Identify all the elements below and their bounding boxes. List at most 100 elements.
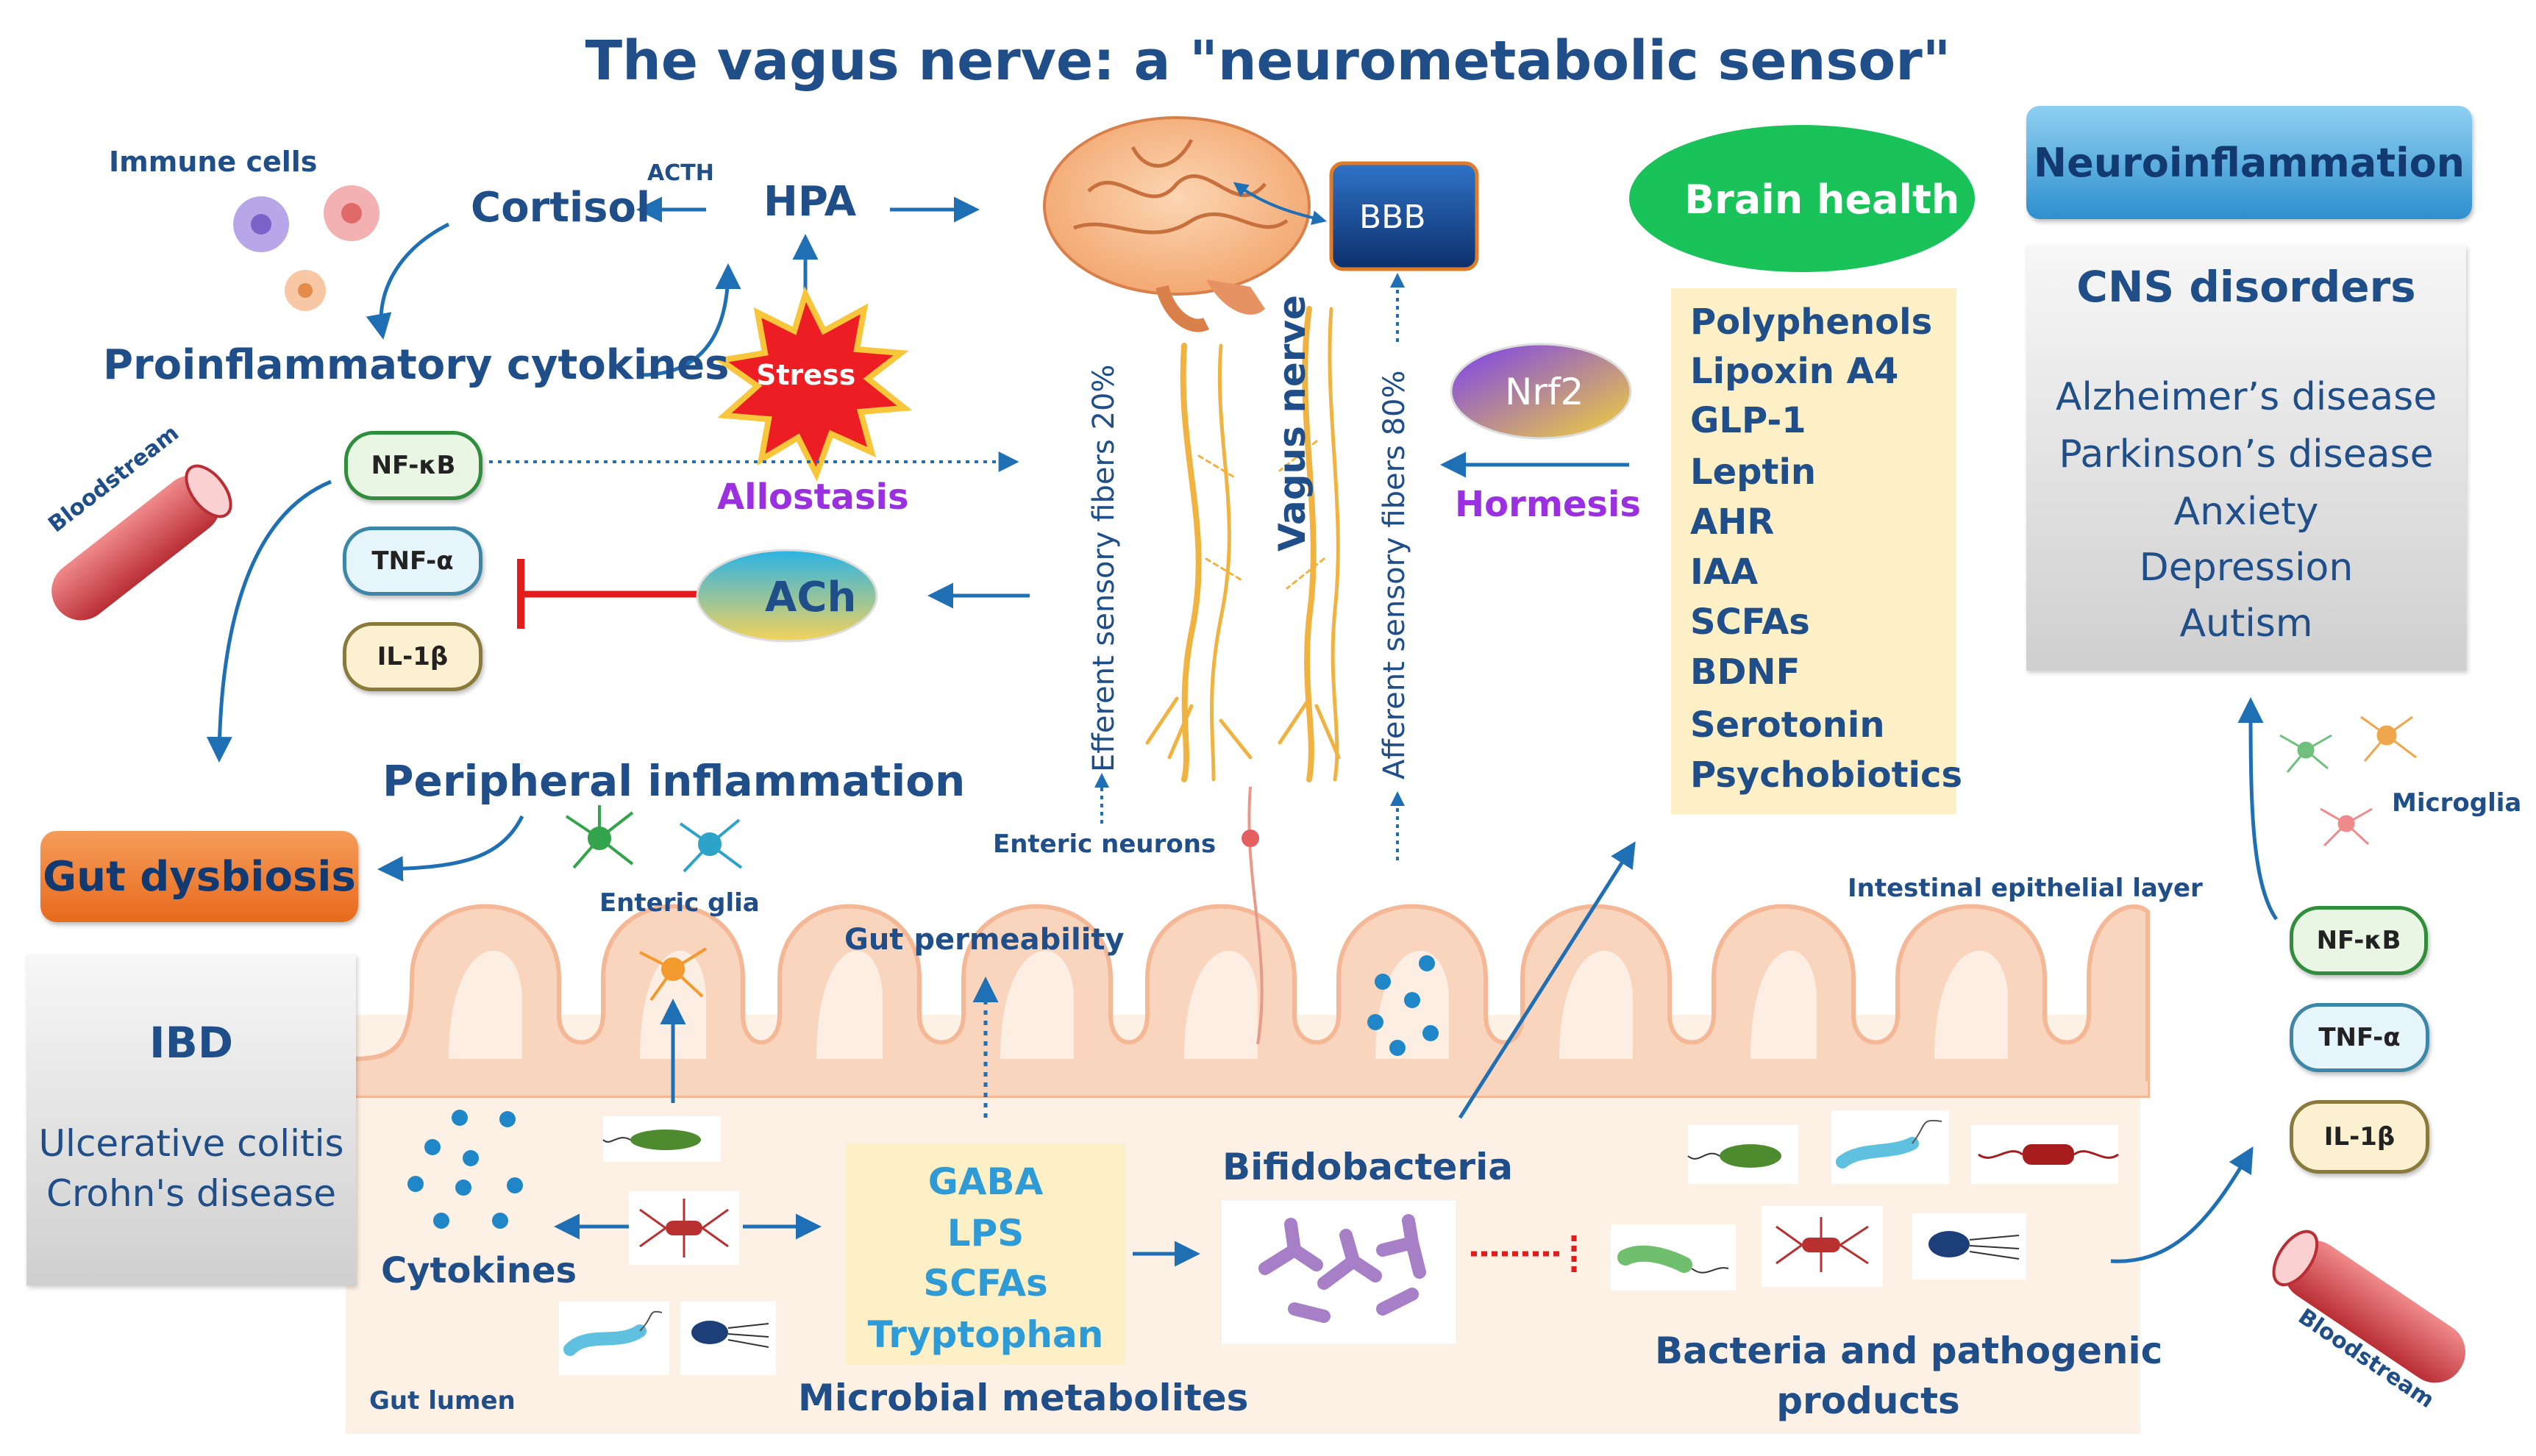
bacteria-products-label-line2: products: [1776, 1380, 1960, 1422]
ach-ellipse: [696, 549, 878, 643]
enteric-neurons-label: Enteric neurons: [993, 829, 1217, 859]
brain-health-item: GLP-1: [1690, 400, 1806, 441]
gut-dots: [1367, 955, 1439, 1056]
brain-health-item: SCFAs: [1690, 602, 1810, 643]
bacteria-icon-navy: [680, 1302, 776, 1375]
ibd-title: IBD: [149, 1018, 233, 1068]
marker-il1b-right: IL-1β: [2290, 1100, 2429, 1174]
cytokines-label: Cytokines: [381, 1250, 577, 1291]
cns-item: Parkinson’s disease: [2059, 432, 2434, 477]
nrf2-ellipse: [1450, 343, 1632, 440]
pathogen-icon-green-curved: [1611, 1224, 1736, 1291]
microglia-arrow: [2237, 697, 2279, 921]
bloodstream-arrow-left: [206, 479, 332, 763]
cns-item: Autism: [2179, 602, 2313, 646]
pathogen-icon-red-large: [1971, 1125, 2119, 1184]
immune-cells-label: Immune cells: [109, 146, 318, 178]
acth-label: ACTH: [647, 160, 714, 186]
bifido-to-brain-health-arrow: [1458, 841, 1636, 1119]
bifidobacteria-icon: [1258, 1214, 1426, 1323]
brain-bbb-arrow: [1233, 182, 1327, 225]
stress-label: Stress: [756, 359, 856, 391]
brain-health-ellipse: [1629, 125, 1975, 272]
vagus-nerve-fibers: [1145, 306, 1341, 782]
brain-health-item: Serotonin: [1690, 704, 1885, 746]
brain-health-box: [1671, 288, 1956, 814]
pathogen-icon-cyan: [1831, 1110, 1949, 1184]
nrf2-label: Nrf2: [1505, 371, 1584, 413]
metabolite-item: GABA: [927, 1160, 1044, 1203]
marker-nfkb-right: NF-κB: [2290, 906, 2428, 975]
ibd-panel: IBD Ulcerative colitis Crohn's disease: [26, 954, 356, 1285]
gut-lumen-label: Gut lumen: [369, 1386, 516, 1416]
brain-health-label: Brain health: [1684, 176, 1960, 223]
afferent-fibers-label: Afferent sensory fibers 80%: [1378, 370, 1411, 779]
cns-item: Alzheimer’s disease: [2055, 375, 2437, 419]
hpa-label: HPA: [763, 178, 857, 226]
marker-il1b-left: IL-1β: [343, 622, 482, 691]
ibd-item: Crohn's disease: [46, 1172, 336, 1215]
brain-health-item: Lipoxin A4: [1690, 351, 1899, 392]
bbb-box: [1329, 161, 1479, 271]
metabolites-box: [846, 1143, 1125, 1364]
bloodstream-vessel-right: [2272, 1230, 2466, 1383]
marker-tnfa-left: TNF-α: [343, 527, 482, 596]
cns-item: Depression: [2139, 546, 2354, 590]
allostasis-label: Allostasis: [717, 477, 909, 518]
gut-permeability-label: Gut permeability: [844, 923, 1125, 957]
brain-icon: [1043, 116, 1311, 332]
brain-health-item: AHR: [1690, 502, 1775, 543]
neuroinflammation-box: Neuroinflammation: [2026, 106, 2472, 219]
enteric-glia-label: Enteric glia: [599, 888, 760, 918]
neuroinflammation-label: Neuroinflammation: [2033, 140, 2465, 186]
bacteria-icon-green: [602, 1116, 721, 1162]
microbial-metabolites-label: Microbial metabolites: [798, 1377, 1249, 1419]
pathogen-icon-navy: [1912, 1213, 2026, 1280]
bacteria-icon-blue-flagella: [559, 1302, 669, 1375]
cns-item: Anxiety: [2173, 490, 2319, 534]
cytokine-dots: [407, 1110, 523, 1229]
ibd-item: Ulcerative colitis: [38, 1122, 344, 1165]
diagram-title: The vagus nerve: a "neurometabolic senso…: [585, 29, 1951, 93]
pathogen-to-bloodstream-arrow: [2110, 1146, 2254, 1263]
peripheral-inflammation-label: Peripheral inflammation: [382, 756, 966, 806]
proinflammatory-label: Proinflammatory cytokines: [103, 341, 730, 389]
bifidobacteria-label: Bifidobacteria: [1222, 1146, 1513, 1188]
villi-inner: [449, 950, 2008, 1059]
brain-health-item: Psychobiotics: [1690, 754, 1963, 796]
metabolite-item: SCFAs: [923, 1262, 1048, 1305]
immune-cells-icon: [233, 185, 380, 311]
pathogen-icon-green: [1687, 1125, 1798, 1184]
bacteria-products-label-line1: Bacteria and pathogenic: [1655, 1330, 2163, 1372]
metabolite-item: Tryptophan: [867, 1313, 1104, 1356]
stress-starburst: [713, 286, 913, 482]
hormesis-label: Hormesis: [1455, 484, 1641, 525]
gut-dysbiosis-box: Gut dysbiosis: [40, 831, 358, 922]
brain-health-item: Polyphenols: [1690, 301, 1933, 343]
bbb-label: BBB: [1359, 199, 1426, 236]
cytokines-to-hpa-arrow: [639, 263, 741, 377]
brain-health-item: IAA: [1690, 552, 1759, 593]
efferent-fibers-label: Efferent sensory fibers 20%: [1087, 364, 1121, 772]
enteric-neuron-icon: [1242, 786, 1264, 1045]
intestinal-layer-label: Intestinal epithelial layer: [1848, 874, 2203, 903]
vagus-nerve-label: Vagus nerve: [1271, 295, 1314, 552]
microglia-icon: [2279, 715, 2417, 847]
pathogen-icon-red: [1762, 1206, 1883, 1287]
marker-nfkb-left: NF-κB: [344, 431, 482, 500]
brain-health-item: Leptin: [1690, 452, 1817, 493]
microglia-label: Microglia: [2392, 788, 2522, 818]
enteric-glia-icon: [565, 805, 743, 1002]
gut-dysbiosis-label: Gut dysbiosis: [43, 853, 356, 901]
cns-disorders-title: CNS disorders: [2076, 262, 2416, 312]
cortisol-label: Cortisol: [471, 184, 651, 232]
peripheral-to-dysbiosis-arrow: [377, 815, 524, 882]
marker-tnfa-right: TNF-α: [2290, 1003, 2429, 1072]
bacteria-icon-red: [629, 1191, 739, 1265]
cns-disorders-panel: CNS disorders Alzheimer’s disease Parkin…: [2026, 246, 2466, 671]
metabolite-item: LPS: [947, 1212, 1025, 1255]
bloodstream-vessel-left: [51, 464, 232, 621]
ach-label: ACh: [765, 574, 857, 621]
cortisol-to-cytokines-arrow: [366, 222, 450, 340]
